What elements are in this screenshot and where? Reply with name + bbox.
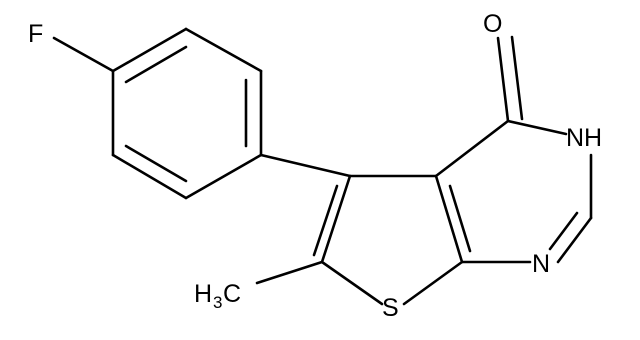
atom-oxygen: O xyxy=(483,10,502,38)
bond-c4-n3 xyxy=(506,119,568,136)
bond-c4a-c7a xyxy=(434,174,464,264)
atom-methyl-c: C xyxy=(223,280,241,308)
bond-c2-n1 xyxy=(556,216,593,264)
bond-aryl-thiophene xyxy=(259,153,352,178)
bond-s-c7a xyxy=(402,260,464,306)
atom-fluorine: F xyxy=(28,20,43,48)
atom-methyl-h: H xyxy=(194,280,212,308)
bond-c5-c6 xyxy=(320,174,352,264)
bond-c4a-c4 xyxy=(434,119,510,178)
atom-methyl-subscript: 3 xyxy=(213,293,222,312)
thiophene-ring xyxy=(312,174,464,306)
bond-c6-s xyxy=(320,260,384,306)
bond-c4a-c7a-inner xyxy=(448,184,472,253)
atom-sulfur: S xyxy=(382,294,399,322)
methyl-group-label: H 3 C xyxy=(194,280,241,312)
bond-carbonyl xyxy=(496,36,510,123)
bond-ring-1 xyxy=(111,27,188,73)
atom-nitrogen: N xyxy=(532,250,550,278)
bond-ring-1-inner xyxy=(124,45,188,84)
bond-ring-5-inner xyxy=(124,144,188,183)
bond-c-f xyxy=(52,36,115,73)
bond-c6-methyl xyxy=(255,260,324,285)
bond-ring-2 xyxy=(184,27,263,73)
atom-nh: NH xyxy=(566,124,602,152)
bond-c2-n1-inner xyxy=(548,211,579,251)
pyrimidinone-ring xyxy=(434,119,593,264)
bond-ring-4 xyxy=(184,153,263,200)
bond-ring-5 xyxy=(111,153,188,200)
bond-carbonyl-inner xyxy=(510,35,524,121)
fluorophenyl-ring xyxy=(111,27,263,200)
bond-c5-c6-inner xyxy=(312,184,339,257)
